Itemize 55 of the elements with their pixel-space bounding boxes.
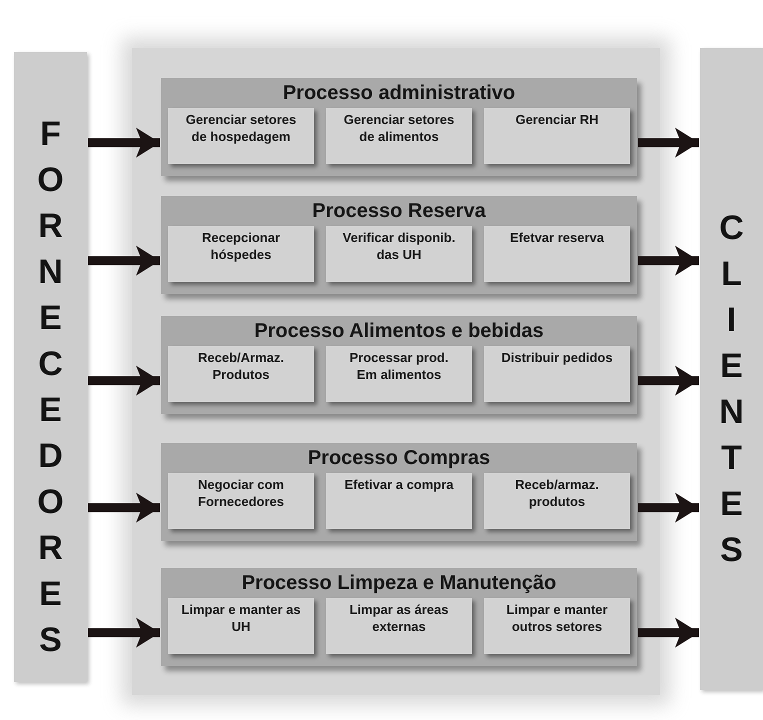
arrow: [88, 492, 160, 523]
step-label: Efetivar a compra: [344, 476, 454, 494]
step-label: Limpar as áreas externas: [348, 601, 450, 636]
arrow: [88, 246, 160, 276]
process-title: Processo Compras: [306, 446, 492, 471]
step-label: Processar prod. Em alimentos: [348, 349, 450, 384]
process-title: Processo Reserva: [311, 199, 487, 224]
step-box: [484, 473, 630, 529]
step-label: Negociar com Fornecedores: [197, 476, 285, 511]
step-box: [168, 108, 314, 164]
step-box: [326, 473, 472, 529]
step-box: [484, 108, 630, 164]
arrow: [88, 366, 160, 396]
arrow: [638, 246, 699, 276]
central-panel: [132, 48, 660, 695]
step-label: Limpar e manter outros setores: [505, 601, 609, 636]
process-title: Processo administrativo: [282, 81, 516, 106]
step-box: [326, 226, 472, 282]
step-box: [326, 346, 472, 402]
process-band: [161, 568, 637, 666]
step-label: Recepcionar hóspedes: [200, 229, 282, 264]
step-box: [168, 346, 314, 402]
step-box: [484, 598, 630, 654]
step-box: [484, 226, 630, 282]
arrow: [638, 128, 699, 158]
arrow: [638, 366, 699, 396]
side-column: [700, 48, 763, 690]
arrow: [638, 618, 699, 648]
process-band: [161, 443, 637, 541]
step-label: Gerenciar RH: [515, 111, 599, 129]
step-label: Receb/armaz. produtos: [514, 476, 600, 511]
step-label: Limpar e manter as UH: [180, 601, 302, 636]
process-title: Processo Alimentos e bebidas: [253, 319, 545, 344]
step-label: Verificar disponib. das UH: [342, 229, 456, 264]
arrow: [88, 128, 160, 158]
step-box: [326, 598, 472, 654]
step-box: [168, 226, 314, 282]
arrow: [88, 618, 160, 648]
step-label: Gerenciar setores de hospedagem: [184, 111, 298, 146]
arrow: [638, 492, 699, 523]
process-band: [161, 78, 637, 176]
step-box: [326, 108, 472, 164]
step-label: Receb/Armaz. Produtos: [197, 349, 285, 384]
step-box: [168, 473, 314, 529]
process-band: [161, 196, 637, 294]
step-box: [484, 346, 630, 402]
vertical-label: CLIENTES: [719, 208, 744, 571]
step-label: Distribuir pedidos: [501, 349, 613, 367]
step-label: Gerenciar setores de alimentos: [342, 111, 456, 146]
step-label: Efetvar reserva: [510, 229, 604, 247]
process-band: [161, 316, 637, 414]
step-box: [168, 598, 314, 654]
process-title: Processo Limpeza e Manutenção: [240, 571, 558, 596]
vertical-label: FORNECEDORES: [37, 114, 64, 661]
side-column: [14, 52, 87, 682]
